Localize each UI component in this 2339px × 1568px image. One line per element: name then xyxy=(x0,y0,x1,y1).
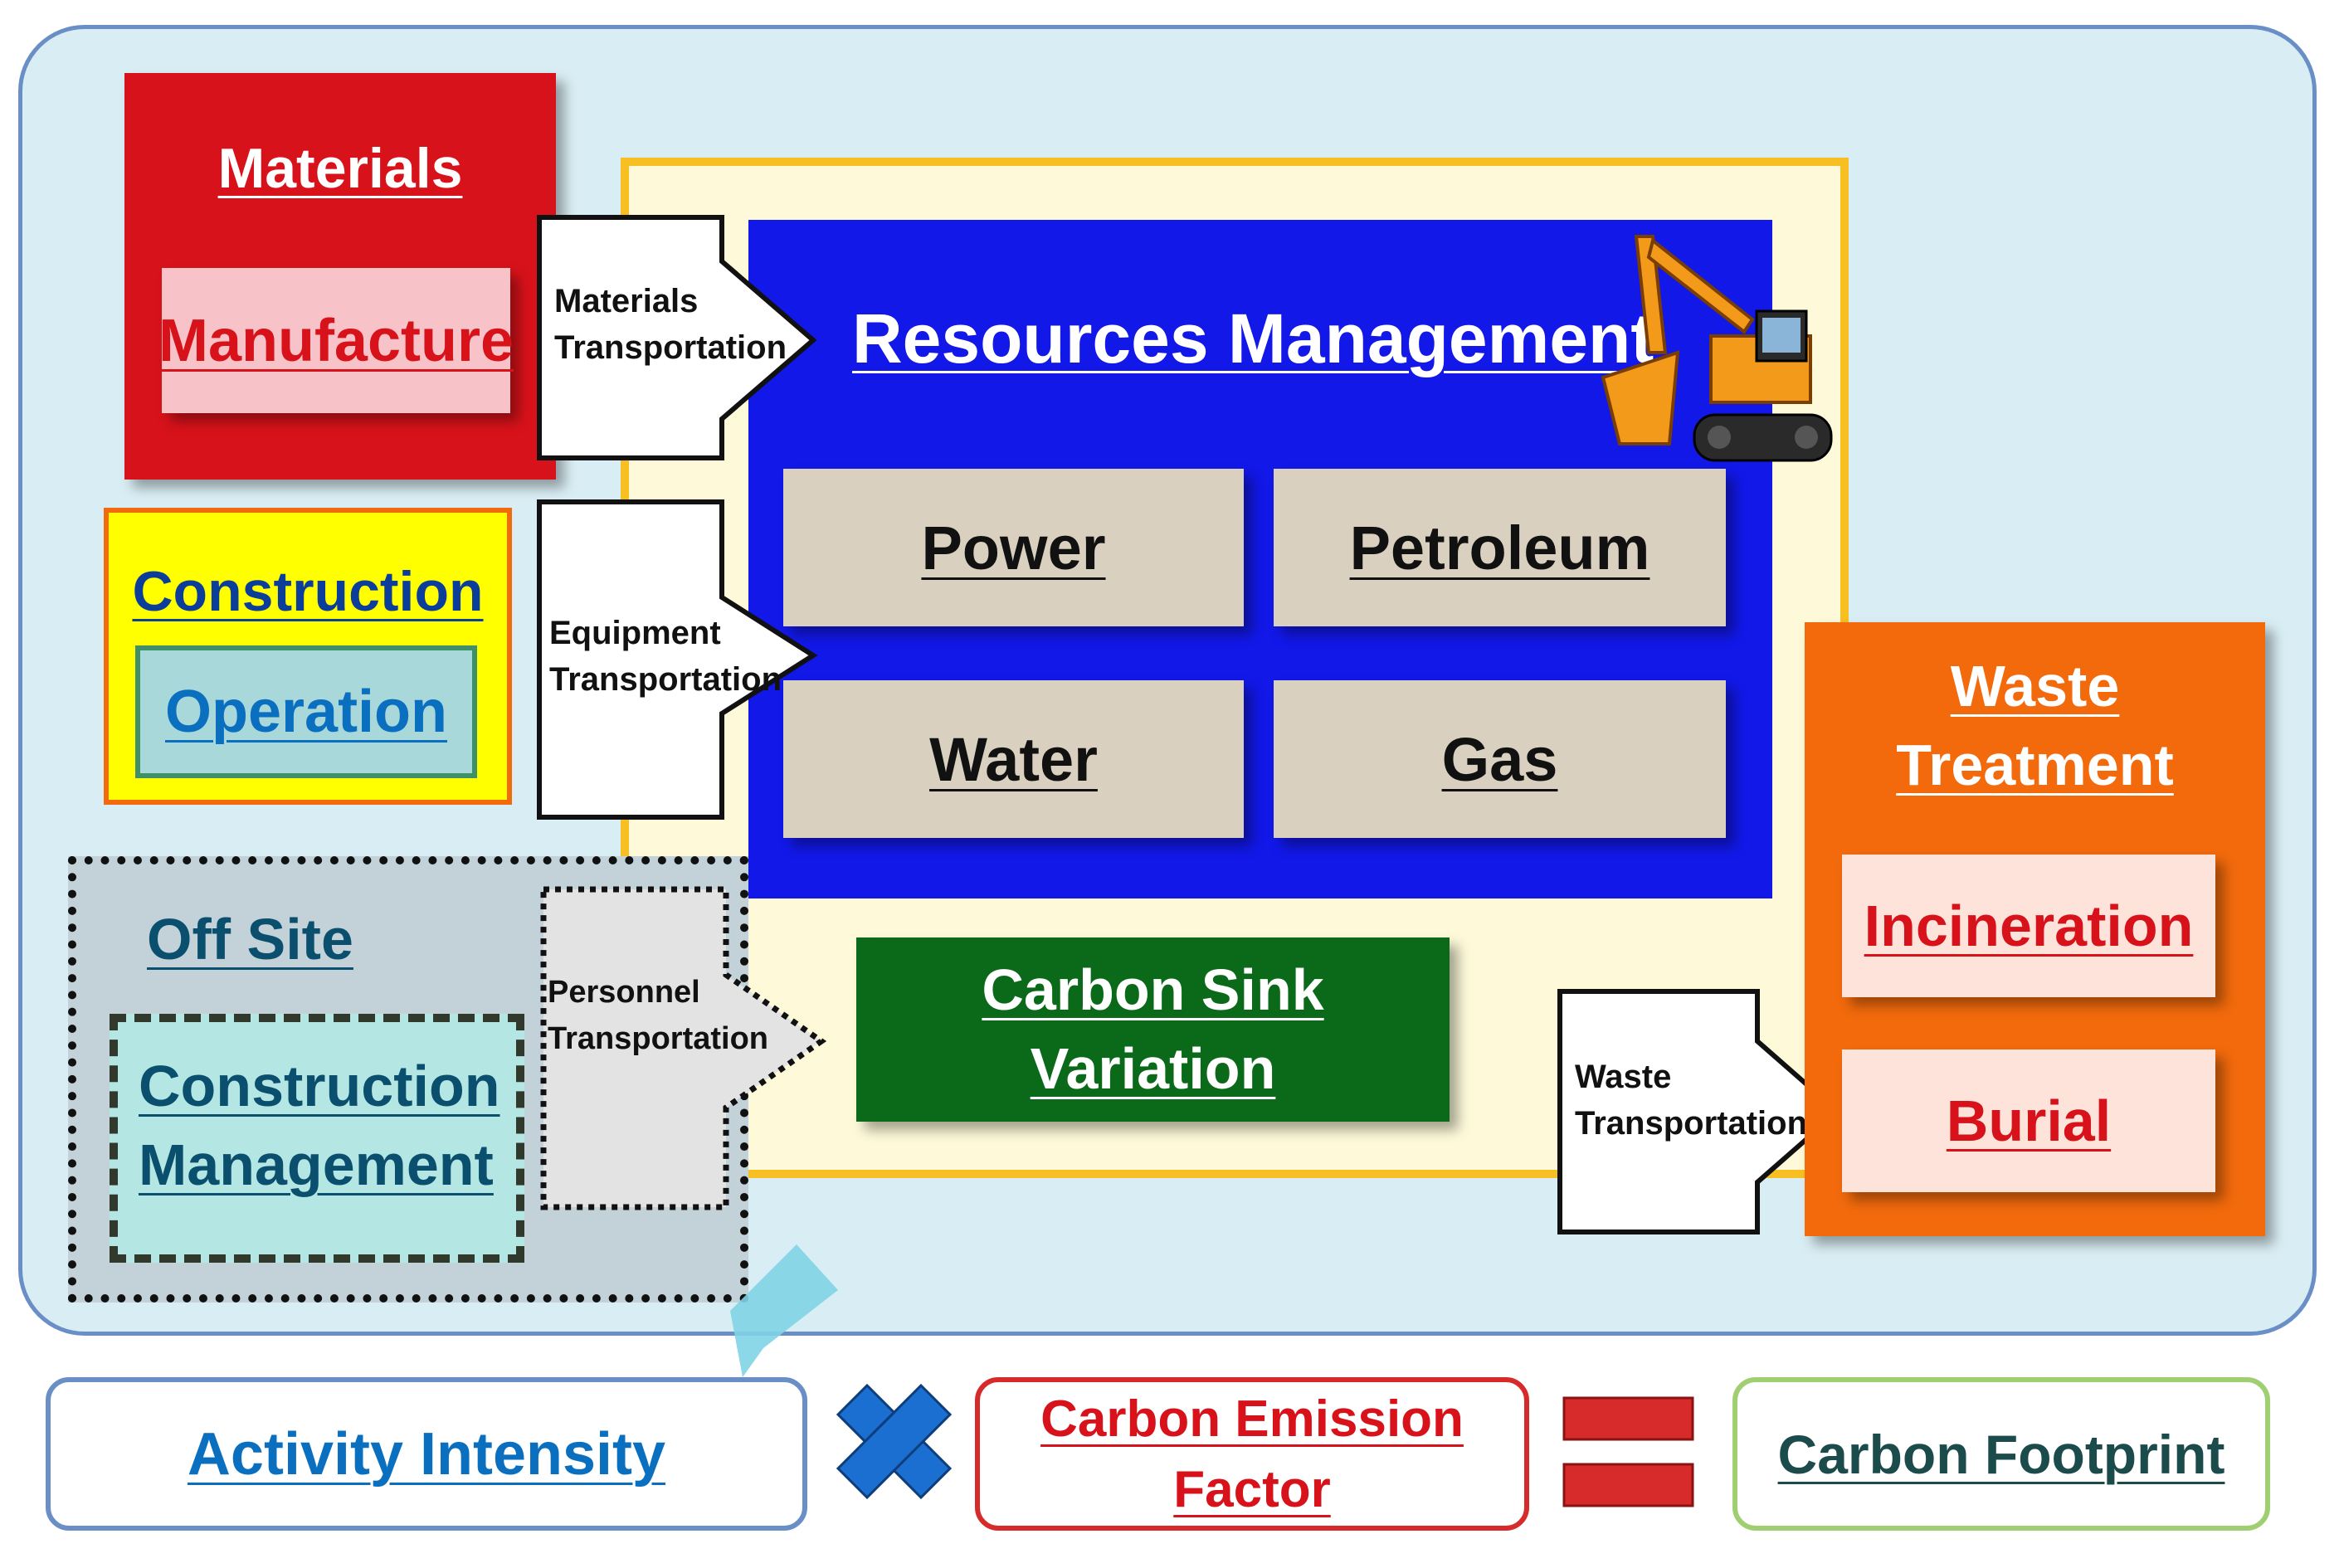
activity-intensity-label: Activity Intensity xyxy=(187,1420,666,1488)
construction-management-label: Construction Management xyxy=(139,1047,500,1205)
excavator-icon xyxy=(1601,235,1833,462)
resource-gas: Gas xyxy=(1274,680,1726,838)
personnel-transport-line1: Personnel xyxy=(548,975,700,1010)
resource-power: Power xyxy=(783,469,1244,626)
burial-label: Burial xyxy=(1946,1088,2112,1153)
activity-intensity-box: Activity Intensity xyxy=(46,1377,807,1531)
carbon-footprint-box: Carbon Footprint xyxy=(1732,1377,2270,1531)
personnel-transport-line2: Transportation xyxy=(548,1021,769,1056)
resource-petroleum: Petroleum xyxy=(1274,469,1726,626)
equipment-transport-line2: Transportation xyxy=(549,661,782,698)
equipment-transport-line1: Equipment xyxy=(549,615,721,651)
equipment-transport-label: Equipment Transportation xyxy=(549,610,782,703)
waste-title-line2: Treatment xyxy=(1896,733,2174,797)
operation-label: Operation xyxy=(164,679,448,745)
construction-title: Construction xyxy=(132,560,484,623)
waste-transport-line1: Waste xyxy=(1575,1059,1672,1095)
manufacture-label: Manufacture xyxy=(158,307,514,374)
materials-transport-arrow xyxy=(537,215,817,460)
equipment-transport-arrow xyxy=(537,499,818,820)
waste-transport-label: Waste Transportation xyxy=(1575,1054,1807,1147)
carbon-sink-line1: Carbon Sink xyxy=(982,957,1324,1022)
manufacture-box: Manufacture xyxy=(158,268,514,413)
construction-management-line1: Construction xyxy=(139,1054,500,1118)
resource-petroleum-label: Petroleum xyxy=(1349,513,1650,582)
resource-gas-label: Gas xyxy=(1441,724,1558,794)
offsite-title: Off Site xyxy=(147,907,353,971)
carbon-emission-line2: Factor xyxy=(1173,1460,1331,1518)
materials-transport-label: Materials Transportation xyxy=(554,278,787,371)
waste-title-line1: Waste xyxy=(1950,654,2120,718)
construction-box: Construction Operation xyxy=(104,508,512,805)
waste-transport-arrow xyxy=(1557,989,1842,1234)
carbon-sink-box: Carbon Sink Variation xyxy=(856,937,1450,1122)
carbon-sink-line2: Variation xyxy=(1030,1036,1276,1101)
waste-treatment-box: Waste Treatment Incineration Burial xyxy=(1805,622,2265,1236)
resource-power-label: Power xyxy=(921,513,1106,582)
waste-treatment-title: Waste Treatment xyxy=(1805,647,2265,805)
resource-water-label: Water xyxy=(929,724,1098,794)
carbon-emission-factor-box: Carbon Emission Factor xyxy=(975,1377,1529,1531)
waste-transport-line2: Transportation xyxy=(1575,1105,1808,1142)
resources-management-box: Resources Management Power Petroleum Wat… xyxy=(748,220,1833,898)
construction-management-line2: Management xyxy=(139,1132,494,1197)
resources-management-title: Resources Management xyxy=(852,299,1654,377)
personnel-transport-label: Personnel Transportation xyxy=(548,969,768,1062)
personnel-transport-arrow xyxy=(540,886,827,1210)
operation-box: Operation xyxy=(135,645,477,778)
carbon-emission-line1: Carbon Emission xyxy=(1040,1390,1464,1448)
carbon-footprint-label: Carbon Footprint xyxy=(1777,1423,2225,1485)
materials-transport-line1: Materials xyxy=(554,283,699,319)
incineration-box: Incineration xyxy=(1842,855,2215,997)
materials-transport-line2: Transportation xyxy=(554,329,787,366)
materials-box: Materials Manufacture xyxy=(124,73,556,480)
construction-management-box: Construction Management xyxy=(110,1014,524,1263)
multiply-icon xyxy=(836,1383,953,1500)
materials-title: Materials xyxy=(217,137,463,200)
pointer-arrow xyxy=(730,1244,838,1377)
incineration-label: Incineration xyxy=(1864,894,2194,958)
equals-icon xyxy=(1562,1396,1694,1507)
burial-box: Burial xyxy=(1842,1049,2215,1192)
resource-water: Water xyxy=(783,680,1244,838)
